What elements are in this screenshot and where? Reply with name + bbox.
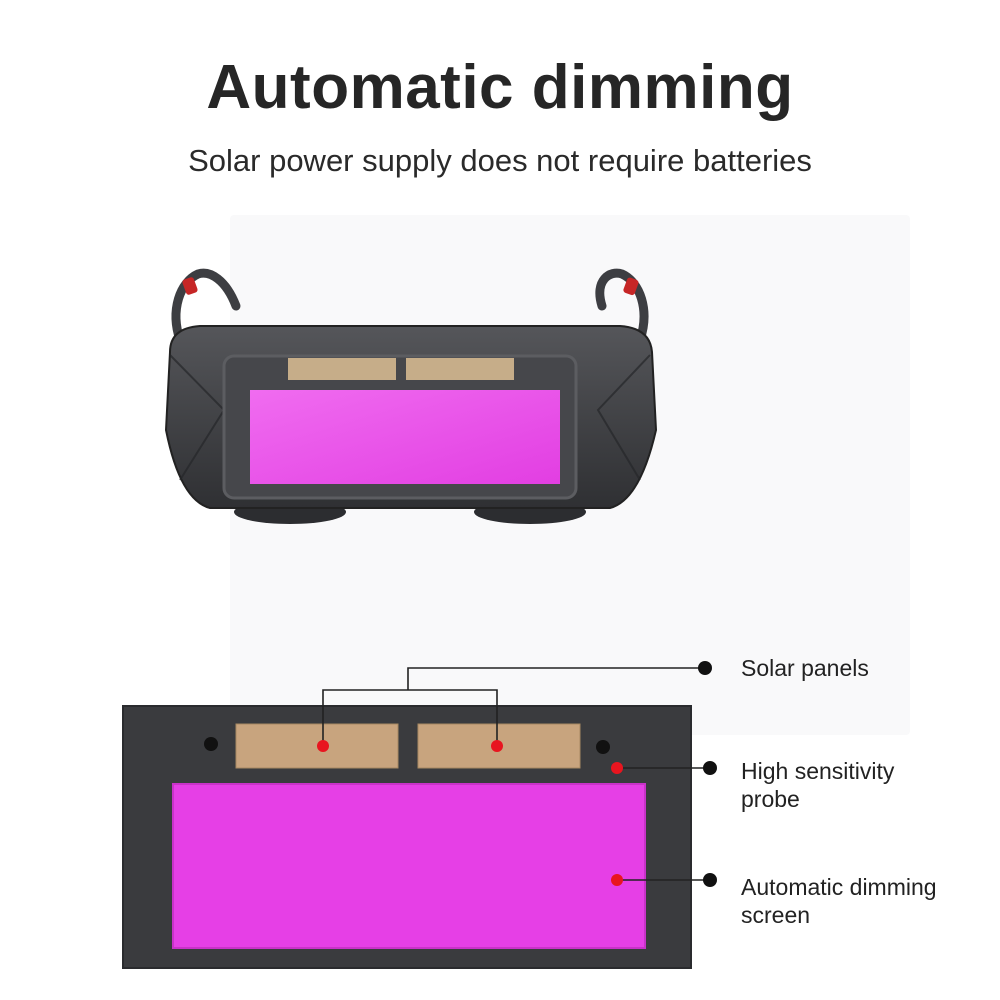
screen-marker [611,874,623,886]
solar-marker-right [491,740,503,752]
right-arm [595,268,649,345]
page-subtitle: Solar power supply does not require batt… [188,143,812,178]
solar-panels-text: Solar panels [741,655,869,681]
solar-panels-label: Solar panels [741,654,981,682]
screen-label: Automatic dimming screen [741,873,991,929]
sensor-hole-left [204,737,218,751]
dimming-screen [172,783,646,949]
probe-label-line2: probe [741,786,800,812]
sensor-hole-right [596,740,610,754]
solar-callout-line [322,667,705,746]
probe-callout-dot [703,761,717,775]
probe-label: High sensitivity probe [741,757,981,813]
solar-marker-left [317,740,329,752]
welding-goggles-image [164,268,658,524]
left-arm [171,268,241,345]
page-title: Automatic dimming [206,53,794,122]
probe-marker [611,762,623,774]
lens-diagram [122,661,717,969]
screen-label-line2: screen [741,902,811,928]
screen-label-line1: Automatic dimming [741,874,937,900]
probe-label-line1: High sensitivity [741,758,895,784]
screen-callout-dot [703,873,717,887]
solar-callout-dot [698,661,712,675]
